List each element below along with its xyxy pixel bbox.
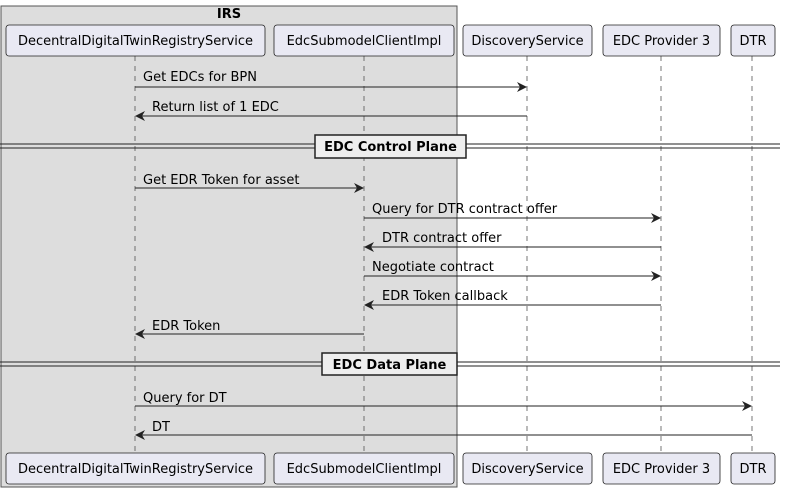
participant-disc-top[interactable]: DiscoveryService [462,24,593,57]
divider-data-plane-label: EDC Data Plane [333,358,447,373]
participant-edcsub-label: EdcSubmodelClientImpl [287,462,442,477]
divider-control-plane: EDC Control Plane [0,134,780,159]
divider-control-plane-label: EDC Control Plane [324,140,457,155]
participant-disc-label: DiscoveryService [471,34,583,49]
message-query-for-dt: Query for DT [135,391,752,411]
message-negotiate-contract: Negotiate contract [364,260,661,281]
participant-edcsub-label: EdcSubmodelClientImpl [287,34,442,49]
lifelines [134,56,753,453]
participant-prov3-bottom[interactable]: EDC Provider 3 [602,452,721,485]
participant-ddtr-top[interactable]: DecentralDigitalTwinRegistryService [5,24,266,57]
divider-data-plane: EDC Data Plane [0,352,780,376]
participant-edcsub-top[interactable]: EdcSubmodelClientImpl [273,24,455,57]
message-label: Get EDR Token for asset [143,173,299,188]
message-query-dtr-offer: Query for DTR contract offer [364,202,661,223]
message-dtr-contract-offer: DTR contract offer [364,231,661,252]
message-label: Negotiate contract [372,260,494,275]
message-get-edr-token: Get EDR Token for asset [135,173,364,193]
participant-dtr-label: DTR [740,462,767,477]
participant-dtr-top[interactable]: DTR [730,24,776,57]
participant-prov3-top[interactable]: EDC Provider 3 [602,24,721,57]
participant-prov3-label: EDC Provider 3 [613,34,710,49]
message-label: Get EDCs for BPN [143,70,257,85]
message-label: DT [152,420,170,435]
message-edr-token-callback: EDR Token callback [364,289,661,310]
participant-edcsub-bottom[interactable]: EdcSubmodelClientImpl [273,452,455,485]
message-label: Return list of 1 EDC [152,100,279,115]
participant-ddtr-label: DecentralDigitalTwinRegistryService [18,462,253,477]
message-get-edcs: Get EDCs for BPN [135,70,527,92]
participant-dtr-bottom[interactable]: DTR [730,452,776,485]
message-label: Query for DT [143,391,227,406]
message-label: EDR Token callback [382,289,508,304]
message-edr-token: EDR Token [135,319,364,339]
message-return-list: Return list of 1 EDC [135,100,527,121]
participant-ddtr-label: DecentralDigitalTwinRegistryService [18,34,253,49]
message-dt: DT [135,420,752,440]
participant-ddtr-bottom[interactable]: DecentralDigitalTwinRegistryService [5,452,266,485]
participant-disc-label: DiscoveryService [471,462,583,477]
participant-dtr-label: DTR [740,34,767,49]
participant-disc-bottom[interactable]: DiscoveryService [462,452,593,485]
message-label: DTR contract offer [382,231,502,246]
message-label: EDR Token [152,319,220,334]
message-label: Query for DTR contract offer [372,202,558,217]
participant-prov3-label: EDC Provider 3 [613,462,710,477]
irs-group-label: IRS [217,7,241,22]
